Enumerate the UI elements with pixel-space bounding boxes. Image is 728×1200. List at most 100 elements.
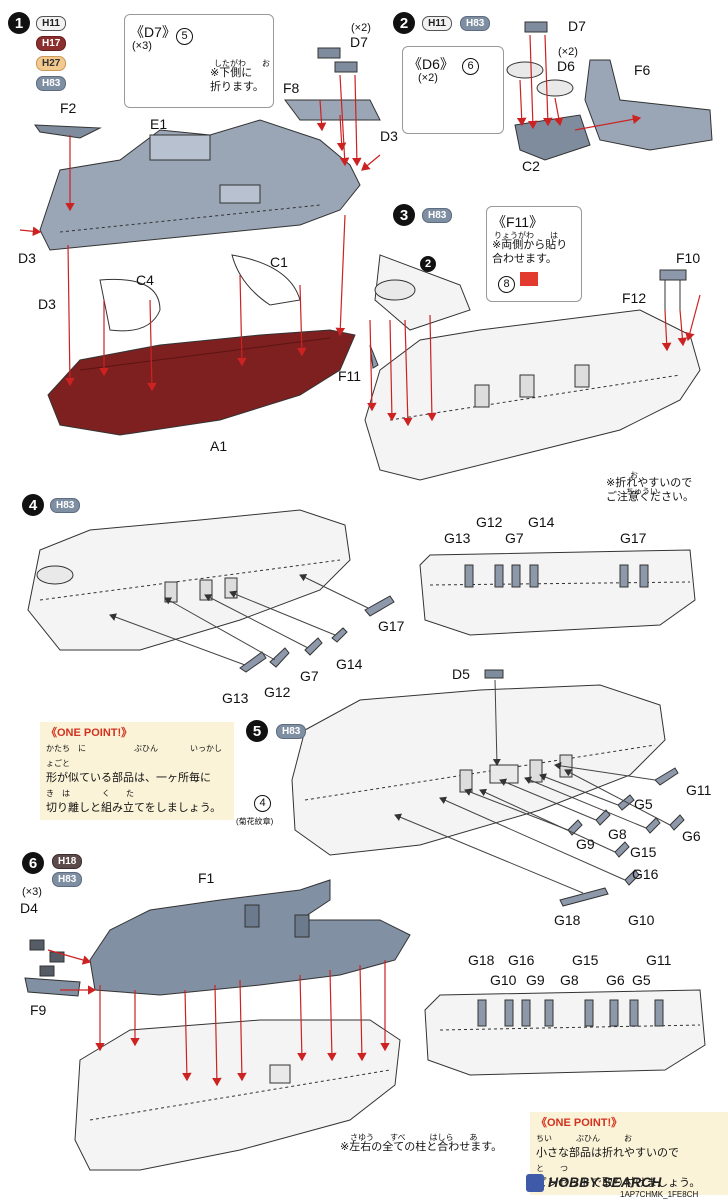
step6-f1-deck bbox=[89, 879, 411, 996]
step5-circle-num: 4 bbox=[254, 795, 271, 812]
paint-h27-badge: H27 bbox=[36, 56, 67, 71]
rising-sun-flag-icon bbox=[520, 272, 538, 286]
step2-arrows bbox=[516, 34, 642, 131]
g15-label: G15 bbox=[630, 844, 657, 860]
step3-f10-f12 bbox=[659, 269, 687, 310]
side-g13-label: G13 bbox=[444, 530, 471, 546]
side6-g6-label: G6 bbox=[606, 972, 625, 988]
step5-hull bbox=[291, 684, 666, 856]
side6-g18-label: G18 bbox=[468, 952, 495, 968]
c4-label: C4 bbox=[136, 272, 154, 288]
step3-paint-h83: H83 bbox=[422, 208, 453, 223]
step5-number: 5 bbox=[246, 720, 268, 742]
hobby-search-logo-icon bbox=[526, 1174, 544, 1192]
d3-label-lower: D3 bbox=[38, 296, 56, 312]
d6-detail-box bbox=[402, 46, 504, 134]
g17-label: G17 bbox=[378, 618, 405, 634]
step6-paint-h83: H83 bbox=[52, 872, 83, 887]
f2-label: F2 bbox=[60, 100, 77, 116]
watermark-brand: HOBBY SEARCH bbox=[548, 1174, 662, 1190]
one-point-2-ruby: ちい ぶひん お bbox=[536, 1134, 632, 1143]
f9-label: F9 bbox=[30, 1002, 47, 1018]
f11-box-title: 《F11》 bbox=[492, 214, 544, 230]
chrysanthemum-crest-note: (菊花紋章) bbox=[236, 817, 274, 826]
g18-label: G18 bbox=[554, 912, 581, 928]
one-point-1-ruby2: き は く た bbox=[46, 789, 134, 798]
step1-d7-parts bbox=[317, 47, 358, 73]
step5-g-parts bbox=[559, 767, 685, 907]
side-g17-label: G17 bbox=[620, 530, 647, 546]
step1-f8 bbox=[284, 99, 381, 121]
g8-label: G8 bbox=[608, 826, 627, 842]
d6-box-title: 《D6》 bbox=[408, 56, 454, 72]
step4-side-view bbox=[419, 549, 696, 636]
step1-c4 bbox=[99, 278, 161, 332]
side6-g15-label: G15 bbox=[572, 952, 599, 968]
d7-detail-box bbox=[124, 14, 274, 108]
step1-a1-hull bbox=[47, 329, 356, 436]
one-point-tip-1: 《ONE POINT!》 かたち に ぶひん いっかしょごと 形が似ている部品は… bbox=[40, 722, 234, 820]
a1-label: A1 bbox=[210, 438, 228, 454]
d7-box-mult: (×3) bbox=[132, 40, 152, 52]
step3-number: 3 bbox=[393, 204, 415, 226]
f10-label: F10 bbox=[676, 250, 701, 266]
step3-hull bbox=[364, 309, 701, 481]
d6-mult-label: (×2) bbox=[558, 46, 578, 58]
one-point-1-line1: 形が似ている部品は、一ヶ所毎に bbox=[46, 772, 211, 784]
d7-ruby: したがわ お bbox=[214, 59, 270, 68]
f11-label: F11 bbox=[338, 368, 362, 384]
step3-sub-ref: 2 bbox=[420, 256, 436, 272]
watermark-code: 1AP7CHMK_1FE8CH bbox=[620, 1190, 699, 1199]
g7-label: G7 bbox=[300, 668, 319, 684]
f12-label: F12 bbox=[622, 290, 647, 306]
c2-label: C2 bbox=[522, 158, 540, 174]
step1-f2 bbox=[33, 124, 102, 139]
c1-label: C1 bbox=[270, 254, 288, 270]
one-point-2-ruby2: と つ bbox=[536, 1164, 568, 1173]
g11-label: G11 bbox=[686, 782, 712, 798]
d3-label-left: D3 bbox=[18, 250, 36, 266]
d7-mult-label: (×2) bbox=[351, 22, 371, 34]
step4-g-parts bbox=[239, 595, 395, 673]
step4-hull bbox=[27, 509, 351, 651]
g9-label: G9 bbox=[576, 836, 595, 852]
one-point-2-line1: 小さな部品は折れやすいので bbox=[536, 1147, 679, 1159]
step4-arrows bbox=[109, 574, 369, 666]
step6-side-view bbox=[424, 989, 706, 1076]
step6-paint-h18: H18 bbox=[52, 854, 83, 869]
step6-number: 6 bbox=[22, 852, 44, 874]
side6-g9-label: G9 bbox=[526, 972, 545, 988]
g14-label: G14 bbox=[336, 656, 363, 672]
step3-ruby-chui: ちゅうい bbox=[626, 487, 658, 496]
step3-warning: ※折れやすいので ご注意ください。 bbox=[606, 477, 694, 503]
one-point-1-ruby: かたち に ぶひん いっかしょごと bbox=[46, 744, 222, 768]
f11-circle-num: 8 bbox=[498, 276, 515, 293]
step4-paint-h83: H83 bbox=[50, 498, 81, 513]
side6-g10-label: G10 bbox=[490, 972, 517, 988]
one-point-2-line2: ピンセットで取り付けましょう。 bbox=[536, 1177, 701, 1189]
one-point-1-head: 《ONE POINT!》 bbox=[46, 727, 133, 739]
d6-label: D6 bbox=[557, 58, 575, 74]
step1-e1-deck bbox=[39, 119, 361, 251]
step2-paint-h83: H83 bbox=[460, 16, 491, 31]
d7-note: ※下側に 折ります。 bbox=[210, 67, 264, 93]
f8-label: F8 bbox=[283, 80, 300, 96]
side-g7-label: G7 bbox=[505, 530, 524, 546]
step6-ruby: さゆう すべ はしら あ bbox=[350, 1133, 478, 1142]
step2-c2 bbox=[514, 114, 591, 161]
f11-ruby: りょうがわ は bbox=[494, 231, 558, 240]
side6-g16-label: G16 bbox=[508, 952, 535, 968]
side6-g5-label: G5 bbox=[632, 972, 651, 988]
d7-box-title: 《D7》 bbox=[130, 24, 176, 40]
d7-circle-num: 5 bbox=[176, 28, 193, 45]
step6-arrows bbox=[47, 949, 390, 1087]
step4-number: 4 bbox=[22, 494, 44, 516]
d7-label: D7 bbox=[350, 34, 368, 50]
step2-number: 2 bbox=[393, 12, 415, 34]
f11-note: ※両側から貼り 合わせます。 bbox=[492, 239, 568, 265]
d6-circle-num: 6 bbox=[462, 58, 479, 75]
step3-ruby-ore: お bbox=[630, 471, 638, 480]
f6-label: F6 bbox=[634, 62, 651, 78]
d4-label: D4 bbox=[20, 900, 38, 916]
